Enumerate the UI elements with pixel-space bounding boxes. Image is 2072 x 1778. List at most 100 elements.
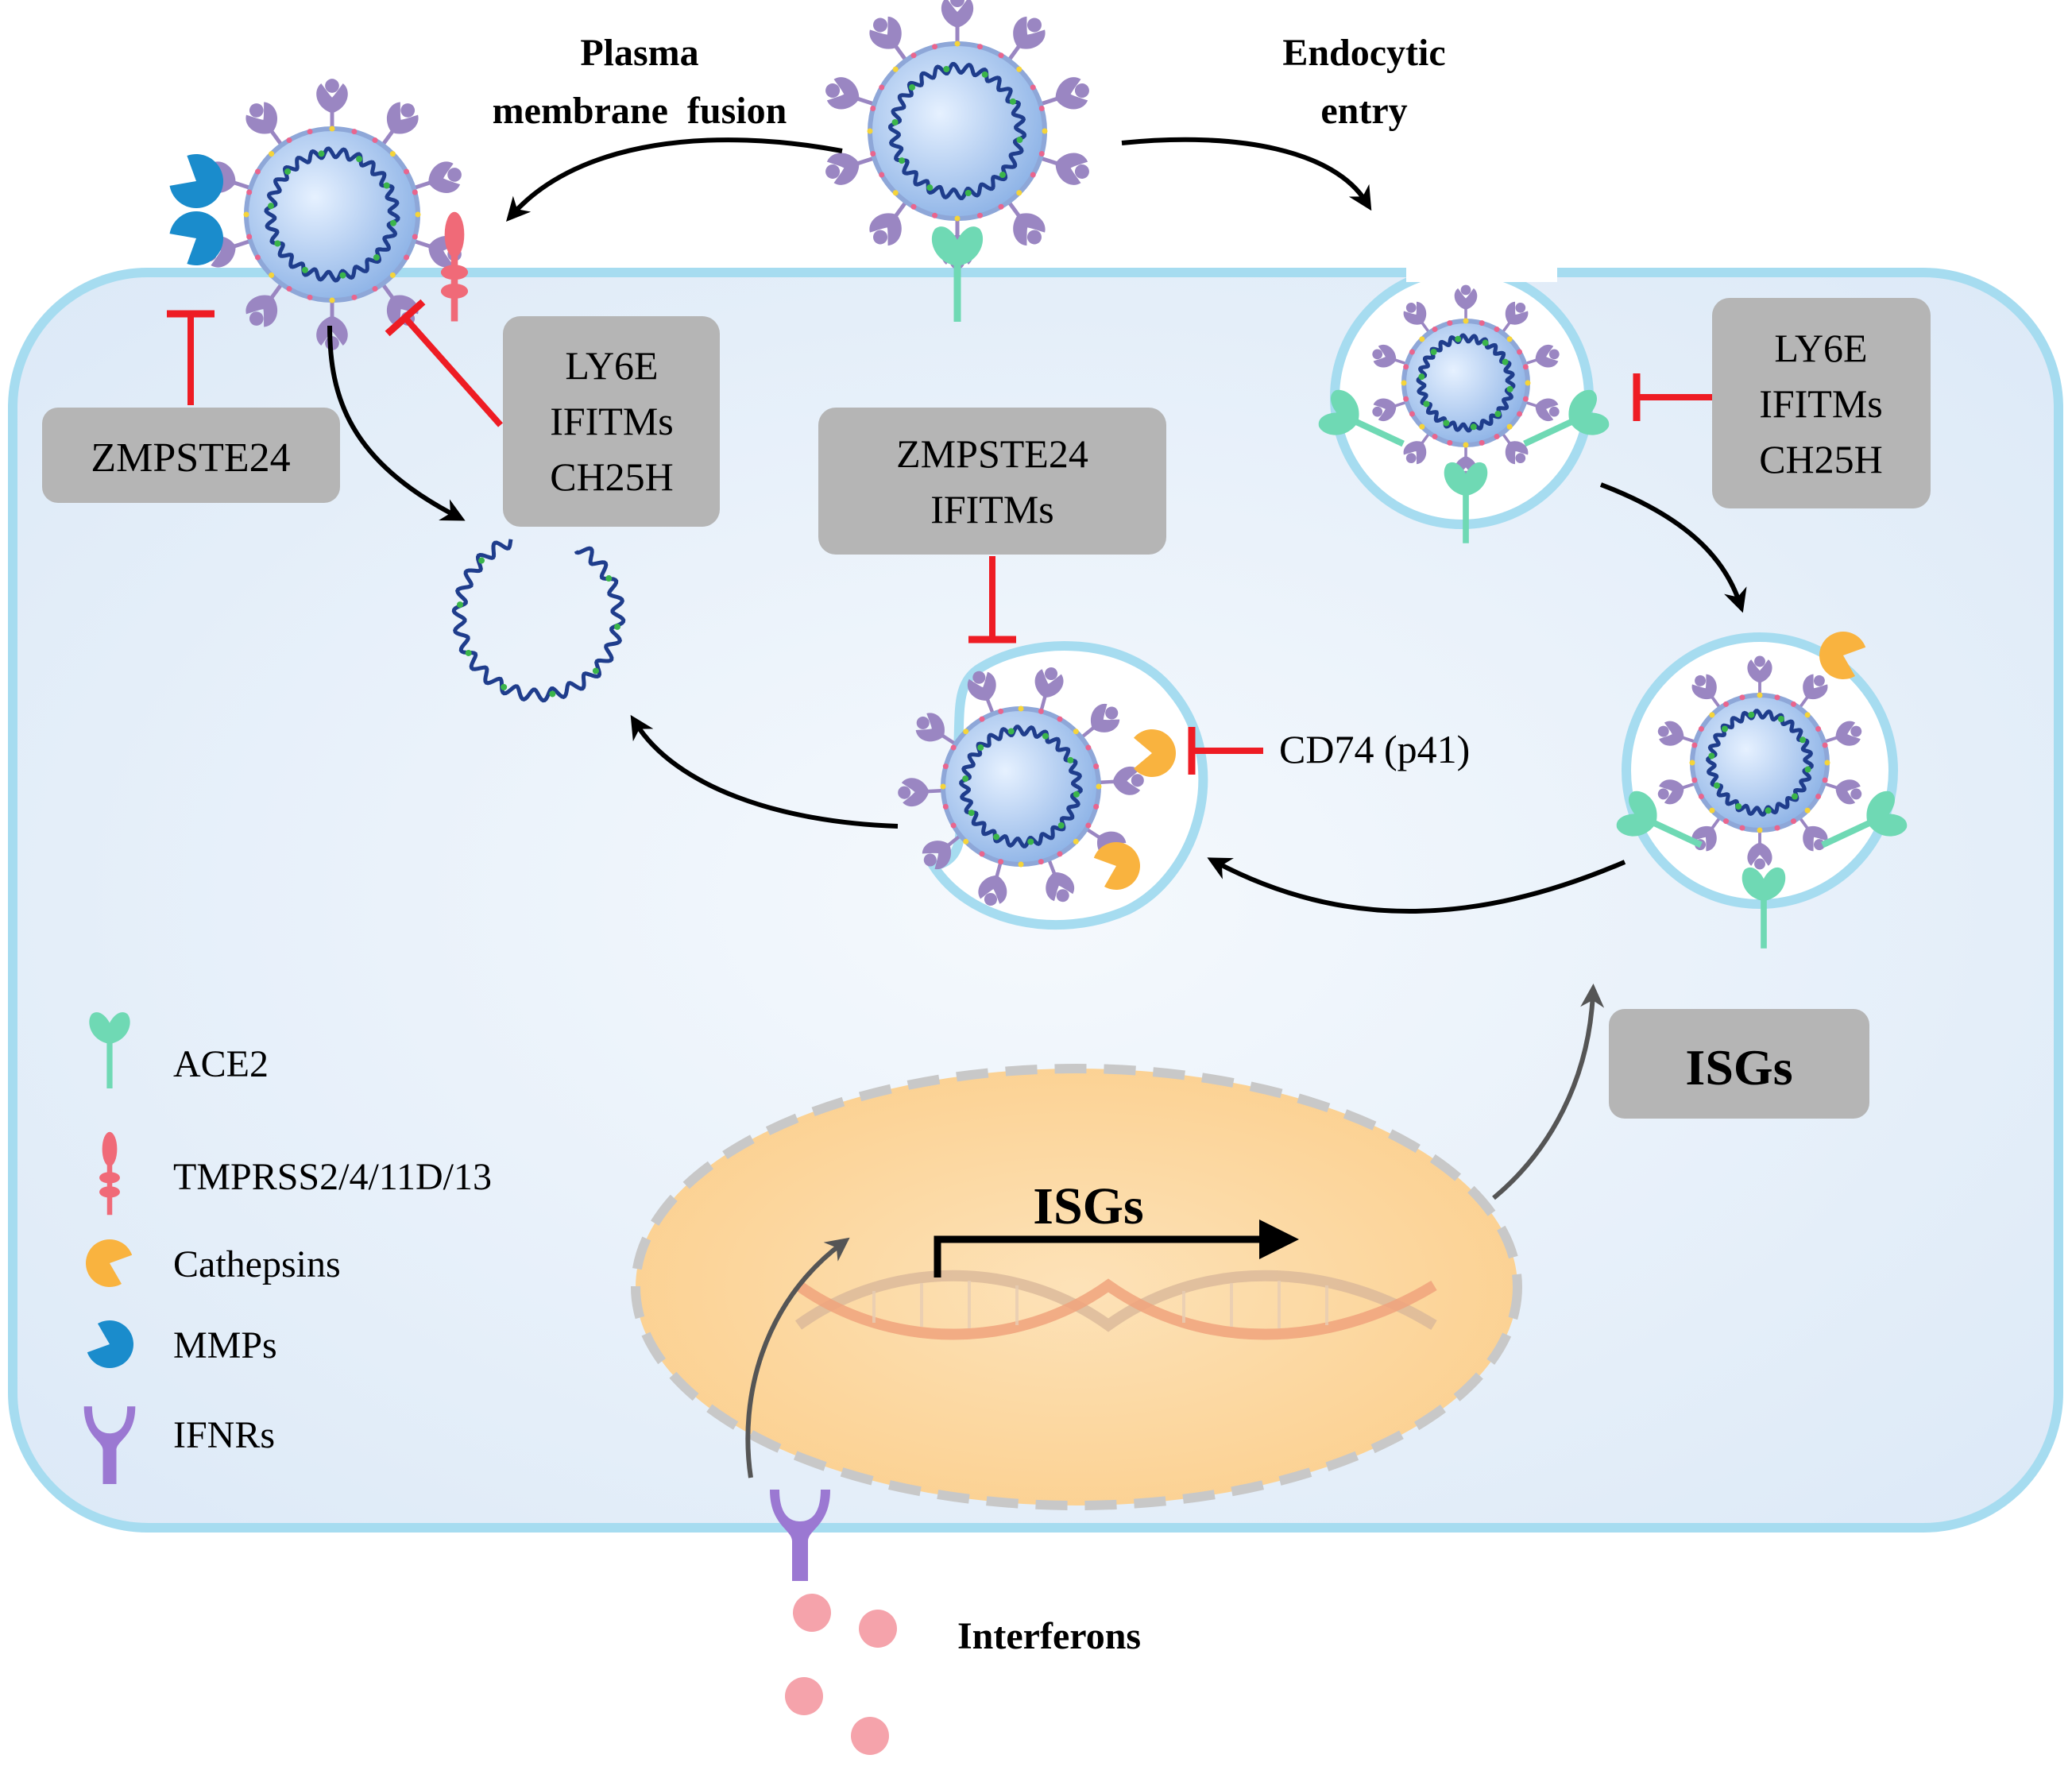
interferon-molecule	[793, 1594, 831, 1632]
spike-protein	[245, 282, 284, 327]
inhibition-zmpste24-fusion	[167, 310, 215, 405]
viral-rna	[264, 146, 400, 283]
arrow-endosomal-release	[630, 714, 899, 829]
legend-label-tmprss: TMPRSS2/4/11D/13	[173, 1156, 492, 1198]
svg-text:IFITMs: IFITMs	[550, 399, 674, 443]
label-plasma-line2: membrane fusion	[493, 90, 787, 132]
svg-text:CD74 (p41): CD74 (p41)	[1279, 727, 1470, 771]
arrow-to-endolysosome	[1207, 857, 1626, 914]
box-endocytic-inhibitors: LY6E IFITMs CH25H	[1712, 298, 1931, 508]
arrow-fusion-release	[327, 325, 466, 521]
spike-protein	[1039, 77, 1089, 110]
virion-endolysosome	[898, 667, 1144, 906]
protein-group	[169, 154, 1908, 1755]
spike-protein	[381, 102, 419, 147]
label-plasma-line1: Plasma	[580, 32, 698, 74]
spike-protein	[1823, 721, 1862, 746]
spike-protein	[1372, 344, 1408, 368]
legend-label-mmp: MMPs	[173, 1324, 277, 1366]
box-isgs: ISGs	[1609, 1009, 1869, 1119]
virion-group	[203, 0, 1862, 906]
legend-label-ace2: ACE2	[173, 1043, 269, 1085]
ace2-receptor	[1444, 462, 1488, 543]
spike-protein	[1039, 153, 1089, 185]
cathepsin-protease	[1093, 842, 1140, 890]
tmprss-protease	[99, 1131, 120, 1216]
label-nucleus-isgs: ISGs	[1033, 1177, 1143, 1235]
box-line: CH25H	[1759, 437, 1883, 481]
ace2-receptor	[1821, 790, 1908, 848]
spike-protein	[1403, 301, 1431, 334]
mmp-protease	[169, 154, 223, 208]
spike-protein	[1454, 284, 1478, 321]
svg-text:IFITMs: IFITMs	[930, 487, 1054, 531]
box-line: IFITMs	[1759, 381, 1883, 426]
viral-rna	[1416, 333, 1516, 433]
nucleus	[631, 1064, 1522, 1510]
box-line: CH25H	[550, 454, 674, 499]
cathepsin-protease	[1134, 729, 1176, 778]
spike-protein	[412, 161, 462, 193]
box-fusion-inhibitors: LY6E IFITMs CH25H	[503, 316, 720, 527]
ace2-receptor	[931, 226, 984, 322]
box-line: IFITMs	[930, 487, 1054, 531]
spike-protein	[1747, 830, 1772, 870]
legend-label-cathepsin: Cathepsins	[173, 1243, 341, 1285]
transcription-arrow	[934, 1235, 1283, 1277]
spike-protein	[1098, 766, 1144, 795]
inhibition-cd74	[1188, 727, 1263, 775]
ace2-receptor	[1741, 867, 1786, 949]
spike-protein	[1524, 344, 1560, 368]
svg-text:ISGs: ISGs	[1033, 1177, 1143, 1235]
spike-protein	[825, 77, 876, 110]
svg-text:membrane fusion: membrane fusion	[493, 90, 787, 132]
interferon-molecule	[851, 1717, 889, 1755]
label-cd74: CD74 (p41)	[1279, 727, 1470, 771]
inhibition-endocytic-inhibitors	[1633, 373, 1712, 421]
transcription-arrowhead	[1259, 1219, 1299, 1259]
ace2-receptor	[1616, 790, 1703, 848]
arrow-isg-expression	[1492, 984, 1605, 1200]
svg-text:entry: entry	[1320, 90, 1407, 132]
spike-protein	[1080, 703, 1120, 740]
box-line: ZMPSTE24	[896, 431, 1088, 476]
box-line: ZMPSTE24	[91, 435, 290, 481]
spike-protein	[1007, 200, 1046, 246]
svg-text:LY6E: LY6E	[565, 343, 658, 388]
svg-text:ISGs: ISGs	[1685, 1039, 1792, 1096]
arrow-interferon-signaling	[745, 1237, 850, 1478]
spike-protein	[922, 833, 962, 870]
svg-text:Endocytic: Endocytic	[1282, 32, 1445, 74]
viral-rna	[959, 725, 1083, 848]
svg-text:Plasma: Plasma	[580, 32, 698, 74]
arrow-group	[327, 137, 1747, 1478]
svg-text:LY6E: LY6E	[1774, 326, 1867, 370]
box-line: LY6E	[565, 343, 658, 388]
spike-protein	[941, 0, 974, 44]
svg-text:CH25H: CH25H	[550, 454, 674, 499]
spike-protein	[915, 713, 957, 746]
released-genome	[451, 539, 626, 703]
spike-protein	[1046, 858, 1075, 903]
svg-text:ZMPSTE24: ZMPSTE24	[896, 431, 1088, 476]
ace2-receptor	[1523, 389, 1610, 447]
box-line: IFITMs	[550, 399, 674, 443]
inhibition-group	[167, 299, 1712, 775]
interferon-molecule	[785, 1677, 823, 1715]
spike-protein	[869, 16, 908, 62]
label-endocytic-line1: Endocytic	[1282, 32, 1445, 74]
arrow-endosome-maturation	[1599, 482, 1747, 613]
cathepsin-protease	[86, 1239, 133, 1287]
ifnr-receptor	[83, 1406, 136, 1484]
label-endocytic-line2: entry	[1320, 90, 1407, 132]
arrow-to-fusion	[505, 137, 843, 222]
spike-protein	[967, 671, 996, 715]
ifnr-receptor	[770, 1490, 830, 1581]
box-endosome-inhibitors: ZMPSTE24 IFITMs	[818, 408, 1166, 555]
spike-protein	[316, 79, 348, 129]
svg-text:IFITMs: IFITMs	[1759, 381, 1883, 426]
cathepsin-protease	[1819, 632, 1866, 680]
